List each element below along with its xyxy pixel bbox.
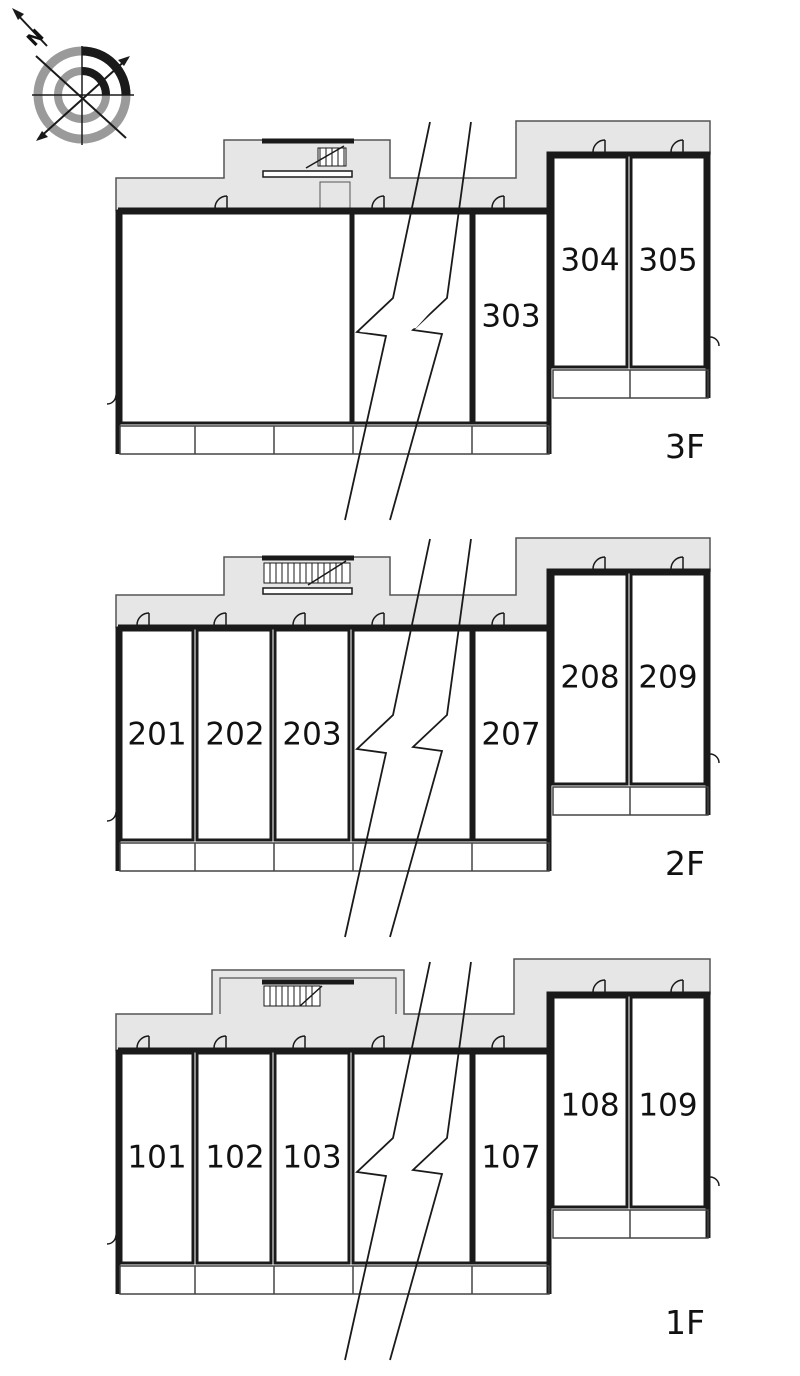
floor-1f: 101 102 103 107 108 109 1F xyxy=(106,958,720,1361)
unit-108-box xyxy=(551,995,629,1209)
door-icons xyxy=(106,979,720,1245)
door-icons xyxy=(106,139,720,405)
north-arrow-icon: N xyxy=(12,8,48,51)
balconies xyxy=(119,786,709,872)
unit-label-208: 208 xyxy=(560,660,619,696)
outer-wall xyxy=(118,568,711,815)
unit-label-203: 203 xyxy=(282,717,341,753)
unit-label-102: 102 xyxy=(205,1140,264,1176)
unit-label-202: 202 xyxy=(205,717,264,753)
compass-north-letter: N xyxy=(23,25,49,51)
unit-label-108: 108 xyxy=(560,1088,619,1124)
unit-label-201: 201 xyxy=(127,717,186,753)
floor-label-3f: 3F xyxy=(665,427,705,466)
floor-label-2f: 2F xyxy=(665,844,705,883)
unit-303-box xyxy=(472,211,550,425)
balconies xyxy=(119,1209,709,1295)
unit-208-box xyxy=(551,572,629,786)
compass: N xyxy=(12,8,134,145)
floor-3f: 303 304 305 3F xyxy=(106,120,720,521)
unit-209-box xyxy=(629,572,707,786)
unit-label-103: 103 xyxy=(282,1140,341,1176)
unit-203-box xyxy=(273,628,351,842)
floor-label-1f: 1F xyxy=(665,1303,705,1342)
unit-202-box xyxy=(195,628,273,842)
unit-101-box xyxy=(119,1051,195,1265)
stair-icon xyxy=(262,555,354,595)
outer-wall xyxy=(118,151,711,398)
unit-label-101: 101 xyxy=(127,1140,186,1176)
unit-label-207: 207 xyxy=(481,717,540,753)
unit-label-305: 305 xyxy=(638,243,697,279)
stair-icon xyxy=(262,138,354,209)
unit-label-304: 304 xyxy=(560,243,619,279)
omission-break xyxy=(344,538,472,938)
unit-103-box xyxy=(273,1051,351,1265)
unit-label-107: 107 xyxy=(481,1140,540,1176)
outer-wall xyxy=(118,991,711,1238)
unit-102-box xyxy=(195,1051,273,1265)
stair-icon xyxy=(262,979,354,1007)
unit-201-box xyxy=(119,628,195,842)
unit-301-box xyxy=(119,211,353,425)
omission-break xyxy=(344,961,472,1361)
unit-304-box xyxy=(551,155,629,369)
balconies xyxy=(119,369,709,455)
door-icons xyxy=(106,556,720,822)
unit-107-box xyxy=(472,1051,550,1265)
omission-break xyxy=(344,121,472,521)
compass-rose-icon xyxy=(32,46,134,145)
unit-label-109: 109 xyxy=(638,1088,697,1124)
floor-2f: 201 202 203 207 208 209 2F xyxy=(106,537,720,938)
unit-label-209: 209 xyxy=(638,660,697,696)
unit-109-box xyxy=(629,995,707,1209)
unit-label-303: 303 xyxy=(481,299,540,335)
unit-207-box xyxy=(472,628,550,842)
unit-305-box xyxy=(629,155,707,369)
